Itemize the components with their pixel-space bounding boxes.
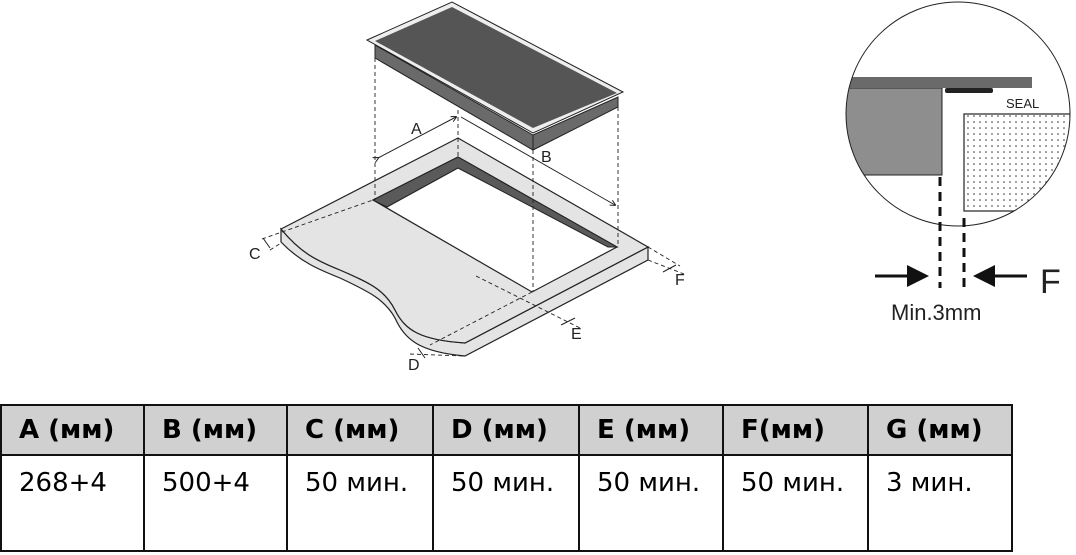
dimensions-table: A (мм) B (мм) C (мм) D (мм) E (мм) F(мм)…: [0, 404, 1013, 552]
value-d: 50 мин.: [432, 454, 580, 552]
installation-diagram: A B C D E F SEAL F Min.3mm: [249, 1, 1071, 374]
table-row: 268+4 500+4 50 мин. 50 мин. 50 мин. 50 м…: [0, 454, 1013, 552]
header-e: E (мм): [578, 404, 724, 456]
value-b: 500+4: [143, 454, 288, 552]
label-a: A: [411, 121, 422, 138]
header-f: F(мм): [722, 404, 869, 456]
countertop: [280, 137, 650, 357]
label-b: B: [541, 149, 552, 166]
value-c: 50 мин.: [286, 454, 434, 552]
seal-label: SEAL: [1006, 96, 1039, 111]
label-c: C: [249, 246, 261, 263]
min-gap-label: Min.3mm: [891, 300, 981, 325]
header-b: B (мм): [143, 404, 288, 456]
table-header-row: A (мм) B (мм) C (мм) D (мм) E (мм) F(мм)…: [0, 404, 1013, 456]
dimension-arrows: [262, 117, 677, 359]
value-e: 50 мин.: [578, 454, 724, 552]
guide-lines: [261, 58, 685, 357]
value-a: 268+4: [0, 454, 145, 552]
value-f: 50 мин.: [722, 454, 869, 552]
header-c: C (мм): [286, 404, 434, 456]
header-a: A (мм): [0, 404, 145, 456]
label-f: F: [675, 272, 685, 289]
value-g: 3 мин.: [867, 454, 1013, 552]
gap-f-label: F: [1040, 263, 1061, 301]
seal-detail-inset: SEAL F Min.3mm: [845, 1, 1071, 325]
label-e: E: [571, 326, 582, 343]
label-d: D: [408, 357, 420, 374]
hob: [365, 1, 625, 151]
header-d: D (мм): [432, 404, 580, 456]
header-g: G (мм): [867, 404, 1013, 456]
